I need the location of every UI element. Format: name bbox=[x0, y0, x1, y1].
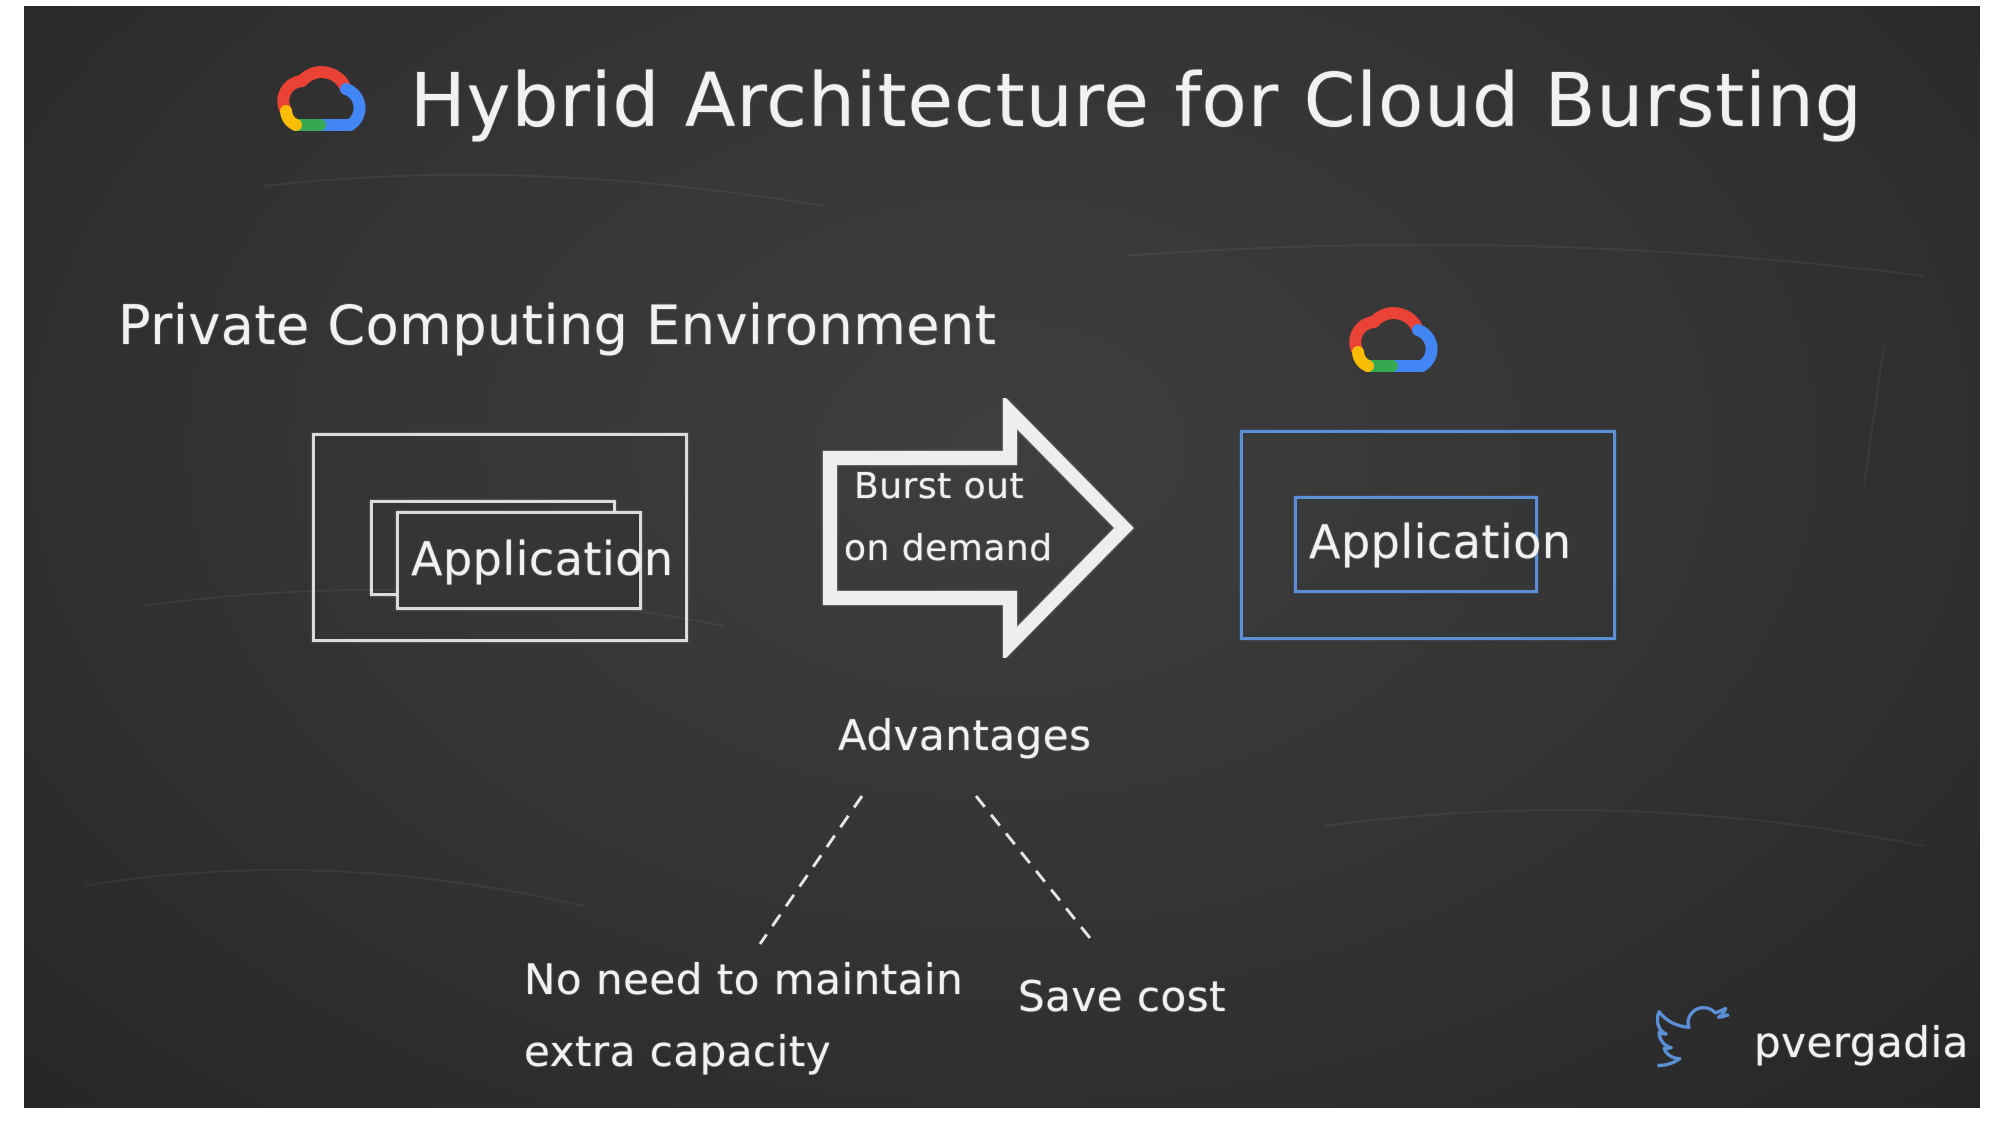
advantage-item-capacity-line1: No need to maintain bbox=[524, 955, 964, 1004]
burst-arrow-line1: Burst out bbox=[854, 466, 1025, 507]
application-box-private: Application bbox=[396, 511, 673, 610]
advantage-item-capacity-line2: extra capacity bbox=[524, 1027, 832, 1076]
page-title: Hybrid Architecture for Cloud Bursting bbox=[410, 58, 1863, 144]
twitter-handle: pvergadia bbox=[1754, 1018, 1969, 1067]
burst-arrow bbox=[823, 398, 1134, 658]
chalkboard: Hybrid Architecture for Cloud Bursting P… bbox=[24, 6, 1980, 1108]
advantage-item-cost-line1: Save cost bbox=[1018, 972, 1227, 1021]
burst-arrow-line2: on demand bbox=[844, 528, 1053, 569]
google-cloud-icon bbox=[1349, 307, 1438, 372]
google-cloud-icon bbox=[277, 66, 366, 131]
chalkboard-texture bbox=[83, 173, 1925, 907]
advantages-connectors bbox=[758, 795, 1092, 945]
twitter-bird-icon bbox=[1656, 1006, 1730, 1068]
cloud-environment-box bbox=[1240, 430, 1616, 640]
advantages-heading: Advantages bbox=[838, 711, 1092, 760]
advantage-item-cost: Save cost bbox=[1018, 961, 1226, 1033]
private-environment-box bbox=[312, 433, 688, 642]
application-box-cloud: Application bbox=[1294, 496, 1571, 593]
application-label-private: Application bbox=[411, 532, 674, 586]
advantage-item-capacity: No need to maintain extra capacity bbox=[524, 944, 963, 1088]
private-environment-label: Private Computing Environment bbox=[118, 294, 997, 357]
application-label-cloud: Application bbox=[1309, 515, 1572, 569]
